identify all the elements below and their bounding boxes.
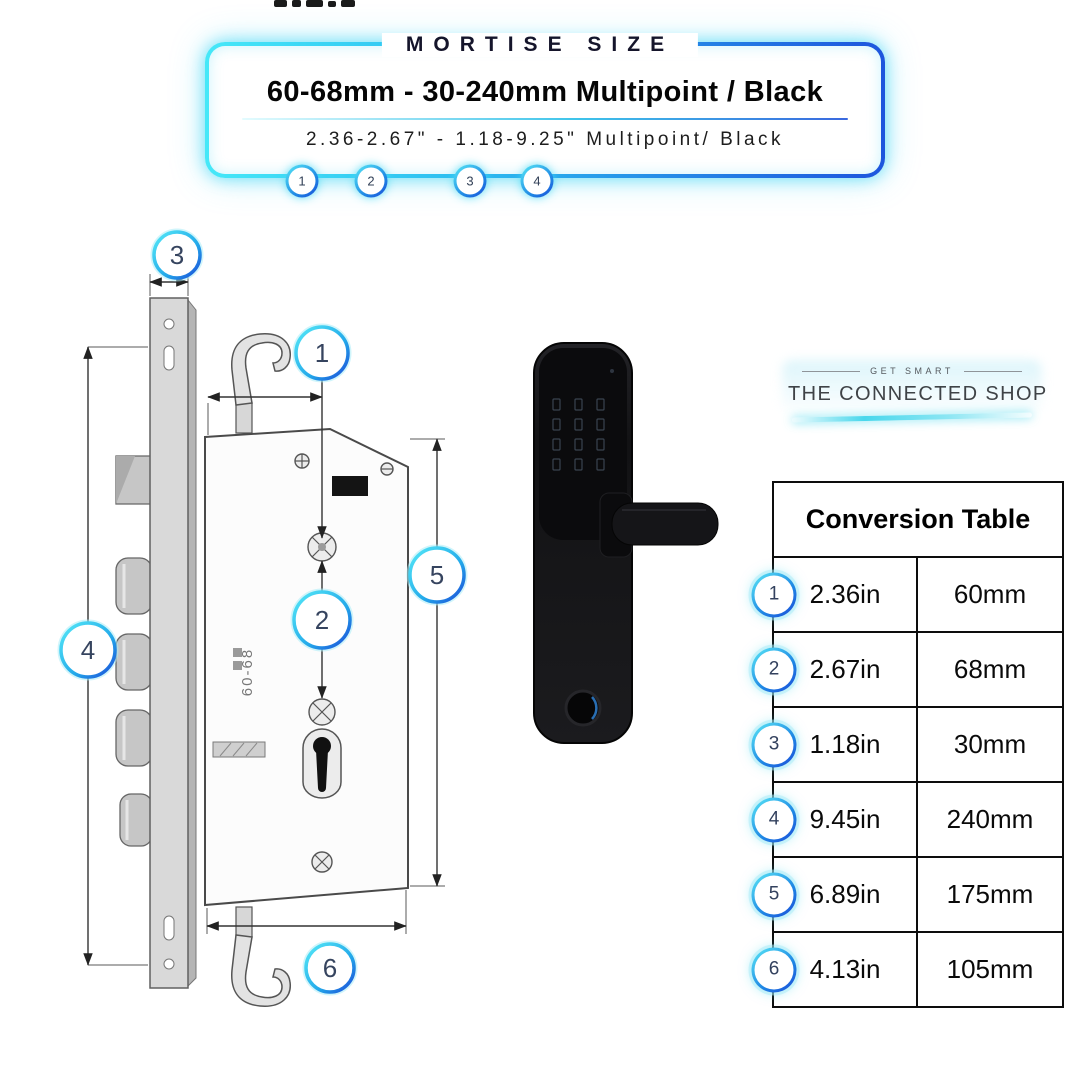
svg-text:2: 2 [315,605,329,635]
size-banner: 60-68mm - 30-240mm Multipoint / Black 2.… [205,42,885,178]
cell-inches-3: 1.18in [774,708,918,781]
conversion-table-title: Conversion Table [774,483,1062,558]
cell-inches-4: 9.45in [774,783,918,856]
cell-inches-6: 4.13in [774,933,918,1006]
latch-slot [332,476,368,496]
keypad-glyphs [552,398,605,471]
banner-marker-2: 2 [355,165,388,198]
deadbolt-cylinder-2 [115,633,153,691]
mortise-lock-diagram: 60-68 [57,228,468,1007]
table-row: 3 1.18in 30mm [754,708,1062,783]
body-stamp-mark-1 [233,648,242,657]
faceplate [149,297,197,989]
callout-3: 3 [150,228,204,282]
screw-hole-bottom [163,958,175,970]
callout-4: 4 [57,619,119,681]
svg-text:3: 3 [170,240,184,270]
deadbolt-cylinder-1 [115,557,153,615]
row-badge-6: 6 [752,947,797,992]
deadbolt-cylinder-3 [115,709,153,767]
screw-bottom [311,851,333,873]
cell-mm-5: 175mm [946,879,1034,909]
slot-hole-top [163,345,175,371]
svg-text:5: 5 [430,560,444,590]
callout-6: 6 [302,940,358,996]
brand-logo: GET SMART THE CONNECTED SHOP [782,360,1048,423]
cell-mm-6: 105mm [946,954,1034,984]
svg-text:6: 6 [323,953,337,983]
banner-divider [242,118,848,120]
size-title-mm: 60-68mm - 30-240mm Multipoint / Black [266,76,824,108]
cell-mm-2: 68mm [953,654,1027,684]
cell-inches-2: 2.67in [774,633,918,706]
conversion-table: Conversion Table 1 2.36in 60mm 2 2.67in … [754,481,1064,1008]
banner-marker-3: 3 [454,165,487,198]
table-row: 6 4.13in 105mm [754,933,1062,1006]
dimension-5-body-height [410,438,445,887]
spindle-hub [307,532,337,562]
row-badge-2: 2 [752,647,797,692]
row-badge-5: 5 [752,872,797,917]
cell-mm-4: 240mm [946,804,1034,834]
callout-5: 5 [406,544,468,606]
body-stamp-mark-2 [233,661,242,670]
screw-top-left [294,453,310,469]
size-banner-content: 60-68mm - 30-240mm Multipoint / Black 2.… [209,46,881,174]
brand-tagline-row: GET SMART [802,366,1022,376]
svg-text:4: 4 [81,635,95,665]
svg-text:1: 1 [315,338,329,368]
banner-marker-1: 1 [286,165,319,198]
latch-bolt [115,455,153,505]
tagline-line-left [802,370,861,372]
table-row: 4 9.45in 240mm [754,783,1062,858]
deadbolt-cylinder-4 [119,793,153,847]
size-subtitle-inches: 2.36-2.67" - 1.18-9.25" Multipoint/ Blac… [305,129,785,150]
euro-cylinder-keyhole [302,728,342,799]
door-handle [599,492,719,558]
callout-1: 1 [292,323,352,383]
lock-body: 60-68 [204,427,409,907]
brand-tagline: GET SMART [870,366,954,376]
row-badge-4: 4 [752,797,797,842]
cell-mm-1: 60mm [953,579,1027,609]
cell-inches-5: 6.89in [774,858,918,931]
banner-marker-4: 4 [521,165,554,198]
hook-bolt-top [231,333,291,434]
row-badge-3: 3 [752,722,797,767]
table-row: 2 2.67in 68mm [754,633,1062,708]
screw-top-right [380,462,394,476]
cell-inches-1: 2.36in [774,558,918,631]
brand-glow [782,360,1042,414]
table-row: 5 6.89in 175mm [754,858,1062,933]
lower-hub [308,698,336,726]
page-title: MORTISE SIZE [381,33,699,57]
callout-2: 2 [290,588,354,652]
body-size-stamp: 60-68 [239,648,256,696]
keypad-glass [539,348,627,540]
table-row: 1 2.36in 60mm [754,558,1062,633]
row-badge-1: 1 [752,572,797,617]
tagline-line-right [963,370,1022,372]
smart-lock-product-image [533,342,719,744]
dimension-6-body-width [206,890,407,934]
dimension-1-backset [207,380,327,539]
slot-hole-bottom [163,915,175,941]
cell-mm-3: 30mm [953,729,1027,759]
brand-name: THE CONNECTED SHOP [788,383,1048,405]
hook-bolt-bottom [231,906,291,1007]
fingerprint-sensor [564,689,602,727]
screw-hole-top [163,318,175,330]
hatched-plate [212,741,266,758]
lock-escutcheon-body [533,342,719,744]
cropped-text-artifact [274,0,355,7]
